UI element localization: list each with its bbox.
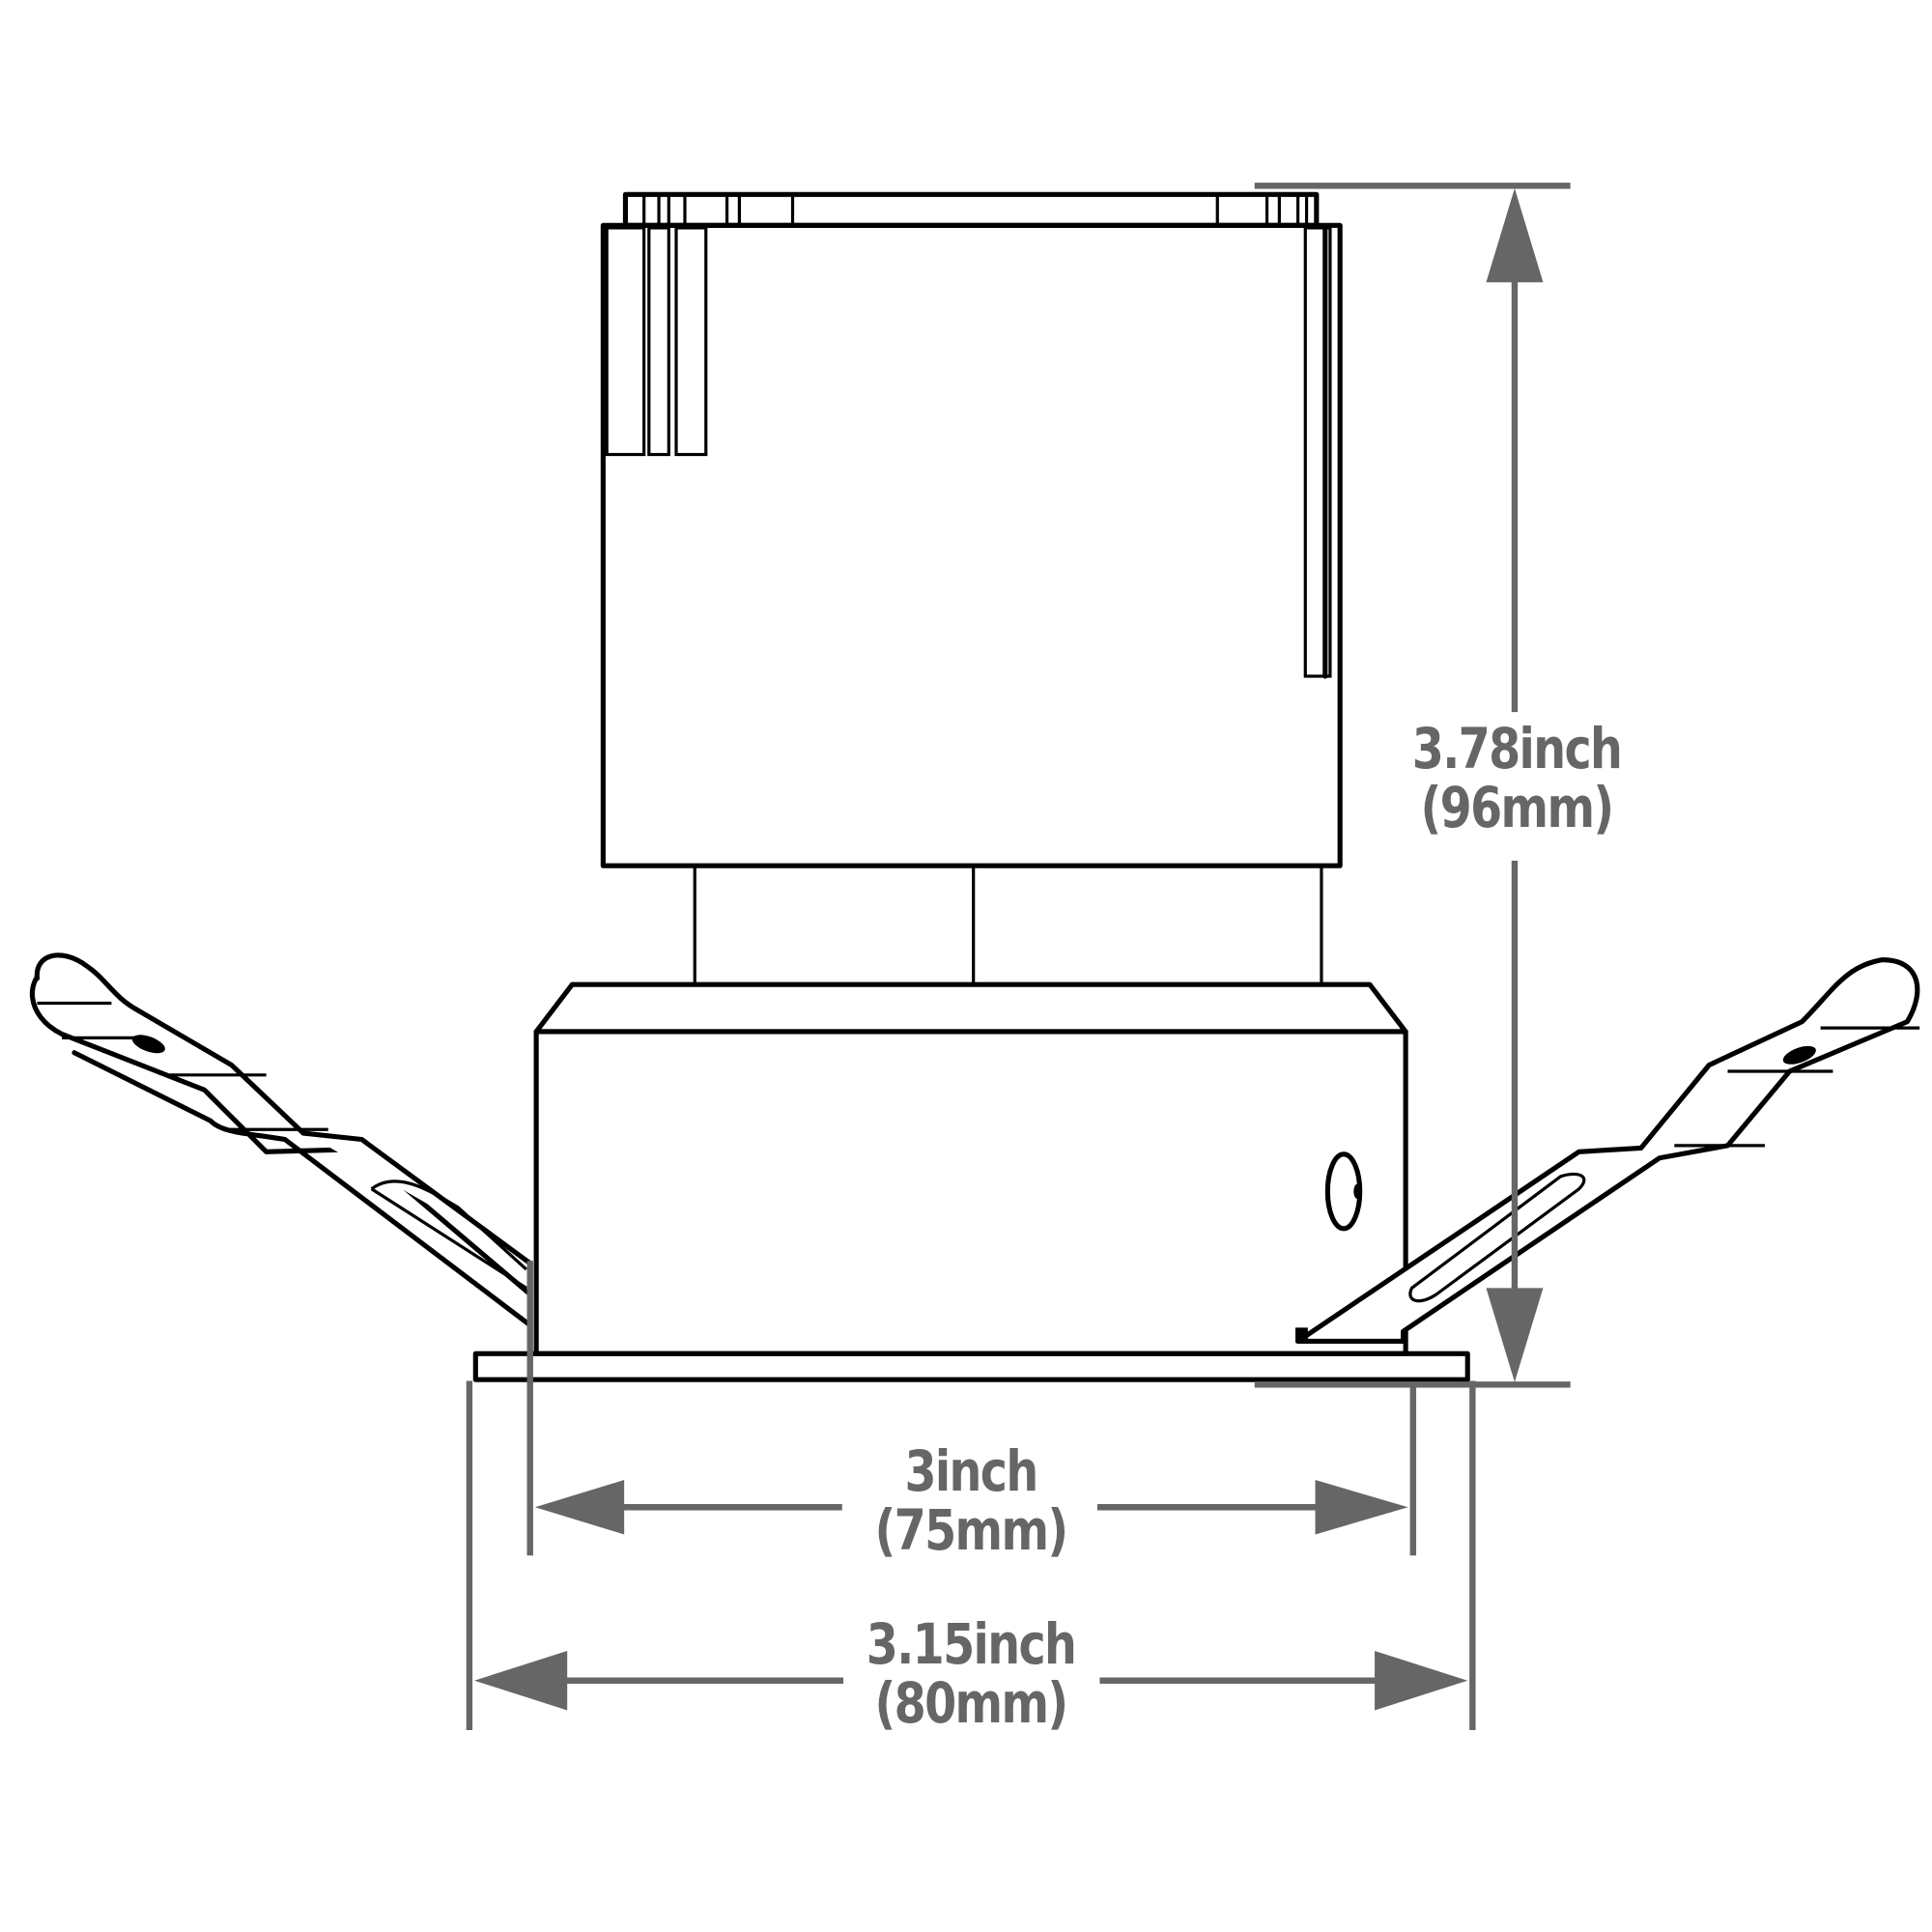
- cutout-width-mm: (75mm): [874, 1496, 1069, 1563]
- arrow-right-icon: [1315, 1480, 1408, 1535]
- height-label: 3.78inch (96mm): [1398, 720, 1635, 838]
- height-dimension: [1254, 183, 1571, 1388]
- arrow-up-icon: [1486, 187, 1544, 283]
- trim-width-inch: 3.15inch: [866, 1611, 1077, 1677]
- arrow-left-icon: [474, 1650, 568, 1711]
- trim-flange: [472, 1350, 1470, 1382]
- lower-body: [533, 981, 1408, 1356]
- height-mm: (96mm): [1420, 774, 1615, 840]
- arrow-down-icon: [1486, 1288, 1544, 1382]
- trim-width-dimension: [466, 1380, 1476, 1731]
- cutout-width-dimension: [526, 1261, 1417, 1556]
- housing-neck: [693, 866, 1323, 985]
- left-spring-clip: [29, 952, 533, 1328]
- arrow-right-icon: [1375, 1650, 1468, 1711]
- right-spring-clip: [1295, 957, 1920, 1345]
- height-inch: 3.78inch: [1411, 716, 1623, 781]
- arrow-left-icon: [534, 1480, 625, 1535]
- cutout-width-label: 3inch (75mm): [852, 1442, 1090, 1560]
- trim-width-label: 3.15inch (80mm): [852, 1615, 1090, 1733]
- trim-width-mm: (80mm): [874, 1669, 1069, 1736]
- cutout-width-inch: 3inch: [904, 1438, 1038, 1504]
- top-housing: [600, 191, 1343, 868]
